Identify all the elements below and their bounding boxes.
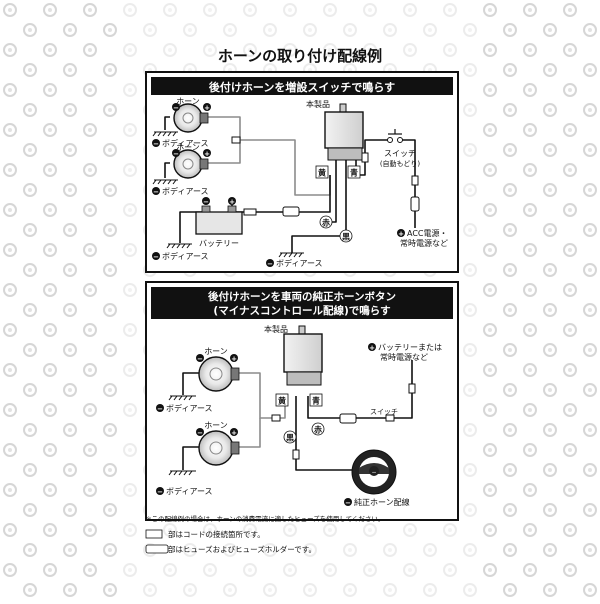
- minus-sign: −: [197, 355, 203, 363]
- battery-power-label: バッテリーまたは: [378, 343, 442, 352]
- product-label: 本製品: [264, 324, 288, 334]
- plus-sign: +: [229, 198, 235, 206]
- fuse-legend-label: 部はヒューズおよびヒューズホルダーです。: [168, 544, 316, 554]
- section2-header-line1: 後付けホーンを車両の純正ホーンボタン: [207, 290, 396, 303]
- ground-icon: [152, 131, 178, 137]
- minus-sign: −: [173, 104, 179, 112]
- minus-sign: −: [267, 260, 273, 268]
- horn-icon: [173, 149, 209, 179]
- body-earth-label: ボディアース: [166, 486, 213, 496]
- horn-icon: [198, 430, 240, 466]
- relay-product: [324, 103, 364, 161]
- wire-red-label: 赤: [322, 218, 330, 228]
- plus-icon: [230, 428, 238, 436]
- section1-connectors: [231, 136, 420, 217]
- battery-icon: [195, 205, 243, 235]
- wire-black-label: 黒: [286, 433, 294, 443]
- switch-icon: [387, 129, 403, 143]
- minus-sign: −: [173, 150, 179, 158]
- switch-label: スイッチ: [384, 149, 416, 158]
- wire-black-label: 黒: [342, 232, 350, 242]
- minus-icon: [344, 498, 352, 506]
- plus-icon: [230, 354, 238, 362]
- connection-legend-label: 部はコードの接続箇所です。: [168, 529, 265, 539]
- section2-connectors: [271, 383, 416, 460]
- minus-sign: −: [345, 499, 351, 507]
- minus-sign: −: [203, 198, 209, 206]
- minus-icon: [196, 428, 204, 436]
- plus-icon: [397, 229, 405, 237]
- plus-icon: [228, 197, 236, 205]
- plus-icon: [203, 103, 211, 111]
- switch-sub-label: (自動もどり): [380, 159, 421, 168]
- body-earth-label: ボディアース: [166, 403, 213, 413]
- wire-blue-label: 青: [312, 396, 320, 406]
- product-label: 本製品: [306, 99, 330, 109]
- acc-power-label-line2: 常時電源など: [400, 239, 448, 248]
- minus-icon: [202, 197, 210, 205]
- plus-sign: +: [204, 104, 210, 112]
- plus-sign: +: [231, 429, 237, 437]
- minus-icon: [172, 149, 180, 157]
- horn-label: ホーン: [176, 97, 200, 106]
- genuine-horn-label: 純正ホーン配線: [354, 497, 410, 507]
- minus-sign: −: [157, 405, 163, 413]
- horn-label: ホーン: [204, 347, 228, 356]
- ground-icon: [168, 470, 196, 476]
- battery-power-label-line2: 常時電源など: [380, 353, 428, 362]
- minus-icon: [196, 354, 204, 362]
- section2-header-bar: [151, 287, 453, 319]
- plus-icon: [368, 343, 376, 351]
- minus-icon: [172, 103, 180, 111]
- minus-sign: −: [197, 429, 203, 437]
- body-earth-label: ボディアース: [162, 138, 209, 148]
- section2-header-line2: (マイナスコントロール配線)で鳴らす: [213, 304, 390, 317]
- battery-label: バッテリー: [199, 239, 239, 248]
- body-earth-label: ボディアース: [162, 251, 209, 261]
- plus-sign: +: [204, 150, 210, 158]
- minus-sign: −: [153, 188, 159, 196]
- body-earth-label: ボディアース: [276, 258, 323, 268]
- plus-icon: [203, 149, 211, 157]
- ground-icon: [166, 243, 192, 249]
- section2-panel: [145, 281, 459, 521]
- minus-sign: −: [153, 140, 159, 148]
- steering-wheel-icon: −: [351, 449, 397, 495]
- minus-sign: −: [371, 469, 376, 476]
- plus-sign: +: [231, 355, 237, 363]
- page-title: ホーンの取り付け配線例: [218, 47, 382, 65]
- ground-icon: [168, 395, 196, 401]
- horn-icon: [198, 356, 240, 392]
- connection-legend-swatch: [145, 529, 163, 539]
- switch-label: スイッチ: [370, 408, 398, 416]
- wire-red-label: 赤: [314, 425, 322, 435]
- wire-yellow-label: 黄: [318, 168, 326, 178]
- section1-header-bar: [151, 77, 453, 95]
- fuse-note: ※この配線例の場合は、ホーンの消費電流に適したヒューズを使用してください。: [146, 514, 384, 523]
- ground-icon: [278, 252, 304, 258]
- fuse-legend-swatch: [145, 544, 169, 554]
- horn-label: ホーン: [204, 421, 228, 430]
- wire-blue-label: 青: [350, 168, 358, 178]
- wire-yellow-label: 黄: [278, 396, 286, 406]
- relay-product: [283, 325, 323, 386]
- horn-label: ホーン: [176, 143, 200, 152]
- plus-sign: +: [398, 230, 404, 238]
- horn-icon: [173, 103, 209, 133]
- plus-sign: +: [369, 344, 375, 352]
- minus-sign: −: [157, 488, 163, 496]
- minus-sign: −: [153, 253, 159, 261]
- body-earth-label: ボディアース: [162, 186, 209, 196]
- acc-power-label: ACC電源・: [407, 229, 448, 238]
- ground-icon: [152, 179, 178, 185]
- section1-header: 後付けホーンを増設スイッチで鳴らす: [209, 80, 395, 94]
